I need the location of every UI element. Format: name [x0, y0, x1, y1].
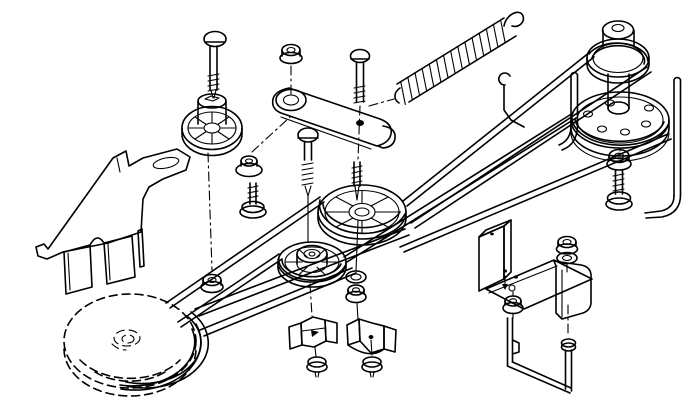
extension-spring: [368, 11, 525, 107]
upper-idler-washer: [345, 270, 367, 284]
input-pulley-stack: [570, 20, 670, 162]
lower-idler-bolt: [297, 127, 319, 243]
primary-drive-belt: [125, 51, 652, 389]
right-keeper-screw: [361, 356, 383, 378]
left-keeper-screw: [306, 356, 328, 378]
left-belt-keeper: [288, 316, 338, 358]
belt-wrap-arcs: [278, 42, 669, 282]
front-idler-pulley: [181, 93, 243, 271]
front-idler-flange-nut: [200, 273, 224, 294]
idler-arm-bolt: [349, 48, 371, 201]
front-idler-bolt: [203, 30, 227, 99]
secondary-drive-belt: [119, 112, 672, 391]
washer-and-lock-nut: [235, 116, 291, 178]
belt-keeper-u-rod: [506, 304, 577, 394]
pulley-stack-bolt: [605, 170, 633, 211]
shoulder-bolt: [239, 182, 267, 219]
idler-arm-flange-nut: [279, 43, 303, 97]
engine-pulley-phantom: [63, 293, 197, 397]
right-belt-keeper: [346, 318, 397, 356]
belt-keeper-pin: [558, 71, 579, 151]
bracket-flange-nut: [555, 235, 579, 255]
upper-idler-flange-nut: [345, 284, 367, 321]
bracket-lower-nut: [502, 291, 524, 315]
pulley-stack-flange-nut: [606, 147, 632, 171]
long-keeper-rod: [644, 76, 682, 219]
left-belt-guard: [35, 148, 191, 295]
bracket-washer: [556, 251, 578, 273]
lower-idler-pulley: [277, 241, 347, 317]
upper-idler-pulley: [317, 184, 407, 272]
curl-top-belt-guide-rod: [498, 72, 525, 128]
idler-arm-plate: [271, 87, 396, 150]
transmission-bracket: [478, 219, 593, 320]
